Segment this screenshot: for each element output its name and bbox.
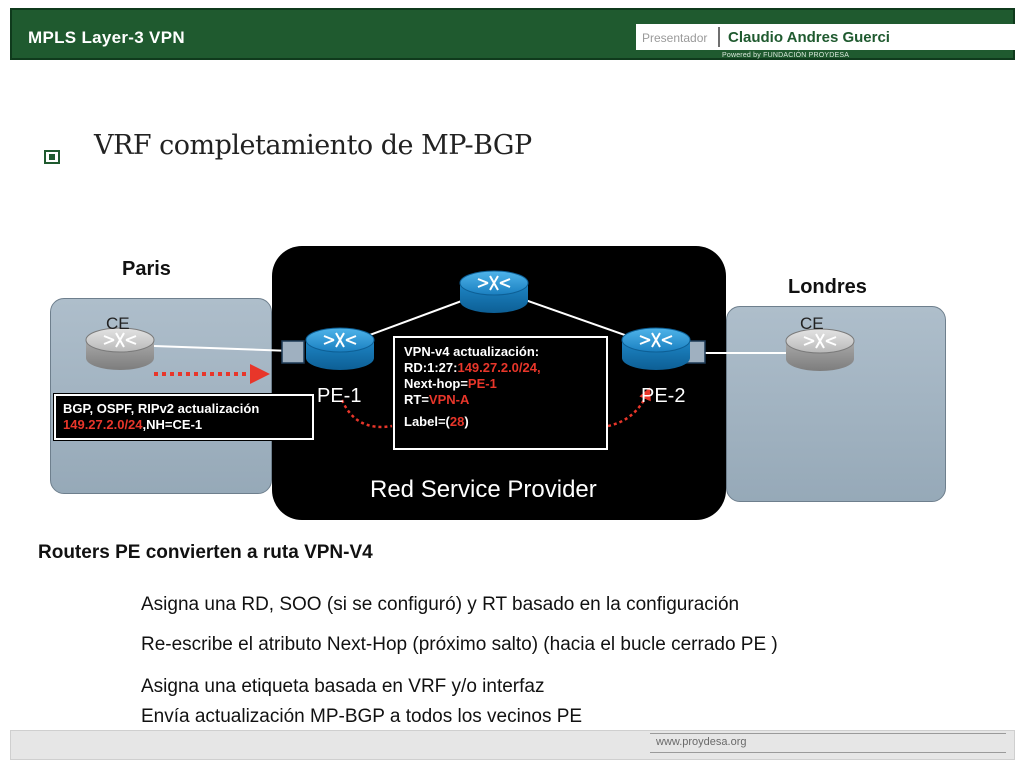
ce-paris-label: CE	[106, 314, 130, 333]
rd-prefix: RD:1:27:	[404, 360, 458, 375]
nexthop-prefix: Next-hop=	[404, 376, 468, 391]
footer-url: www.proydesa.org	[656, 736, 747, 748]
presenter-label: Presentador	[642, 31, 708, 45]
vpnv4-rd-line: RD:1:27:149.27.2.0/24,	[404, 360, 597, 376]
presenter-name: Claudio Andres Guerci	[728, 29, 890, 46]
pe2-router-icon	[621, 327, 691, 370]
provider-label: Red Service Provider	[370, 476, 597, 503]
footer-band	[10, 730, 1015, 760]
vpnv4-label-line: Label=(28)	[404, 414, 597, 430]
bullet-item-1: Asigna una RD, SOO (si se configuró) y R…	[141, 594, 740, 615]
bgp-update-title: BGP, OSPF, RIPv2 actualización	[63, 401, 260, 416]
pe1-to-update-arrow	[340, 399, 393, 429]
pe1-interface-icon	[281, 340, 305, 364]
bullet-item-4: Envía actualización MP-BGP a todos los v…	[141, 706, 583, 727]
p-router-icon	[459, 270, 529, 313]
sub-heading: Routers PE convierten a ruta VPN-V4	[38, 542, 373, 563]
vpnv4-update-box: VPN-v4 actualización: RD:1:27:149.27.2.0…	[393, 336, 608, 450]
vpnv4-update-title: VPN-v4 actualización:	[404, 344, 540, 359]
label-value: 28	[449, 414, 465, 429]
site-paris-label: Paris	[122, 258, 171, 280]
pe1-label: PE-1	[317, 385, 362, 407]
ce-paris-router-icon	[85, 327, 155, 370]
powered-by-text: Powered by FUNDACIÓN PROYDESA	[722, 52, 850, 59]
slide-title: VRF completamiento de MP-BGP	[94, 130, 532, 161]
ce-londres-router-icon	[785, 328, 855, 371]
label-prefix: Label=(	[404, 414, 450, 429]
footer-divider-top	[650, 733, 1006, 734]
rd-value: 149.27.2.0/24,	[457, 360, 541, 375]
bgp-update-prefix-line: 149.27.2.0/24,NH=CE-1	[63, 417, 305, 433]
rt-value: VPN-A	[428, 392, 470, 407]
pe1-router-icon	[305, 327, 375, 370]
site-londres-label: Londres	[788, 276, 867, 298]
title-bullet-icon	[44, 150, 60, 164]
ce-londres-label: CE	[800, 314, 824, 333]
header-title: MPLS Layer-3 VPN	[28, 28, 185, 47]
vpnv4-rt-line: RT=VPN-A	[404, 392, 597, 408]
bullet-item-2: Re-escribe el atributo Next-Hop (próximo…	[141, 634, 778, 655]
presenter-divider	[718, 27, 720, 47]
pe2-label: PE-2	[641, 385, 686, 407]
update-to-pe2-arrow	[607, 387, 651, 428]
bullet-item-3: Asigna una etiqueta basada en VRF y/o in…	[141, 676, 545, 697]
rt-prefix: RT=	[404, 392, 429, 407]
presenter-box	[636, 24, 1016, 50]
nexthop-value: PE-1	[467, 376, 497, 391]
label-suffix: )	[464, 414, 469, 429]
bgp-update-box: BGP, OSPF, RIPv2 actualización 149.27.2.…	[53, 393, 315, 441]
bgp-nexthop-text: ,NH=CE-1	[142, 417, 203, 432]
vpnv4-nexthop-line: Next-hop=PE-1	[404, 376, 597, 392]
title-bullet-dot	[49, 154, 55, 160]
bgp-prefix-value: 149.27.2.0/24	[63, 417, 143, 432]
footer-divider-bottom	[650, 752, 1006, 753]
link-ce-pe1	[153, 345, 293, 352]
